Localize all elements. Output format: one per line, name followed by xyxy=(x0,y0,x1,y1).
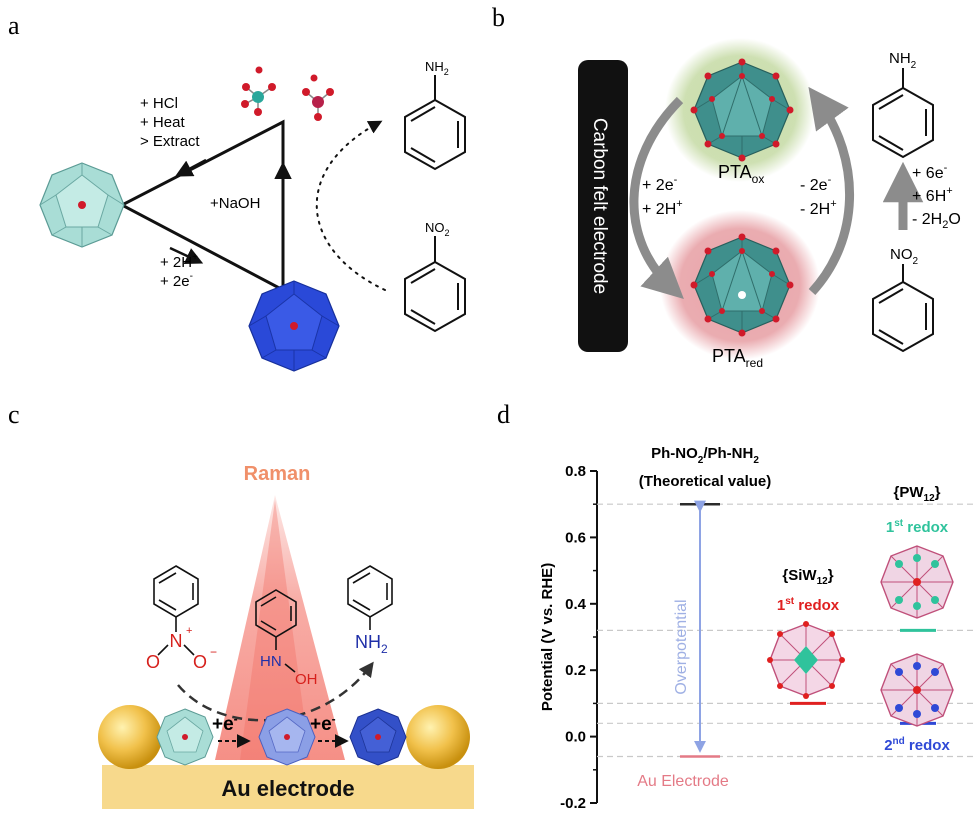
raman-label: Raman xyxy=(244,463,311,485)
reduction-arrow xyxy=(169,246,204,265)
nitro-plus-label: + xyxy=(186,625,192,637)
aniline-nh2-label: NH2 xyxy=(425,59,449,77)
surface-cluster-light-icon xyxy=(156,708,214,766)
panel-a: a + HCl + Heat > Extract +NaOH + 2H+ + 2… xyxy=(8,11,466,372)
panel-letter-b: b xyxy=(492,3,505,32)
gold-nanoparticle-left xyxy=(98,705,162,769)
oxidation-protons-label: - 2H+ xyxy=(800,198,837,218)
y-tick-label: 0.0 xyxy=(565,729,586,746)
pta-red-cluster-icon xyxy=(690,233,794,337)
nitrobenzene-structure: NO2 xyxy=(404,220,466,333)
y-ticks: -0.2 0.0 0.2 0.4 0.6 0.8 xyxy=(560,463,597,812)
pta-reduced-cluster-icon xyxy=(248,280,340,372)
panel-d-chart: d -0.2 0.0 0.2 0.4 0.6 0.8 Potential (V vs. R… xyxy=(497,400,975,812)
nitro-minus-label: − xyxy=(210,645,217,659)
reduction-electrons-label: + 2e- xyxy=(642,174,678,194)
oxidation-cycle-arrow xyxy=(808,86,854,296)
naoh-label: +NaOH xyxy=(210,195,260,212)
nitro-no2-label: NO2 xyxy=(425,220,450,238)
aniline-nh2-label-c: NH2 xyxy=(355,632,388,656)
hydroxylamine-structure: HN OH xyxy=(255,589,318,688)
condition-heat: + Heat xyxy=(140,114,185,131)
theoretical-title: Ph-NO2/Ph-NH2 xyxy=(651,445,759,466)
au-electrode-label: Au electrode xyxy=(221,776,354,801)
au-electrode-level-label: Au Electrode xyxy=(637,773,729,790)
nitro-o-right-label: O xyxy=(193,652,207,672)
y-tick-label: 0.2 xyxy=(565,662,586,679)
condition-extract: > Extract xyxy=(140,133,200,150)
carbon-felt-electrode-label: Carbon felt electrode xyxy=(589,118,610,294)
pw12-cluster-top-icon xyxy=(880,545,954,619)
decomposed-fragments-icon xyxy=(241,66,334,121)
pta-ox-label: PTAox xyxy=(718,162,764,186)
siw12-redox1-label: 1st redox xyxy=(777,596,840,614)
panel-b: b Carbon felt electrode PTAox xyxy=(492,3,961,370)
pta-oxidized-cluster-icon xyxy=(39,162,125,248)
y-tick-label: 0.6 xyxy=(565,529,586,546)
conversion-water-label: - 2H2O xyxy=(912,211,961,231)
pta-red-label: PTAred xyxy=(712,346,763,370)
nitro-to-aniline-path xyxy=(315,120,386,291)
aniline-structure-c: NH2 xyxy=(347,565,393,656)
oxidation-arrow xyxy=(174,158,207,177)
oxidation-electrons-label: - 2e- xyxy=(800,174,832,194)
reduction-protons-label: + 2H+ xyxy=(642,198,683,218)
nitro-o-left-label: O xyxy=(146,652,160,672)
pta-ox-cluster-icon xyxy=(690,58,794,162)
y-tick-label: -0.2 xyxy=(560,795,586,812)
nitrobenzene-structure-b: NO2 xyxy=(872,246,934,353)
hydroxylamine-oh-label: OH xyxy=(295,671,318,688)
condition-hcl: + HCl xyxy=(140,95,178,112)
au-electrode-bar xyxy=(102,765,474,809)
reduction-electrons: + 2e- xyxy=(160,271,193,290)
conversion-electrons-label: + 6e- xyxy=(912,162,948,182)
surface-cluster-dark-icon xyxy=(349,708,407,766)
aniline-structure: NH2 xyxy=(404,59,466,171)
overpotential-label: Overpotential xyxy=(673,599,690,694)
panel-letter-a: a xyxy=(8,11,20,40)
gold-nanoparticle-right xyxy=(406,705,470,769)
reduction-protons: + 2H+ xyxy=(160,252,198,271)
panel-letter-c: c xyxy=(8,400,20,429)
y-axis-label: Potential (V vs. RHE) xyxy=(539,563,556,711)
panel-letter-d: d xyxy=(497,400,510,429)
pw12-redox1-label: 1st redox xyxy=(886,518,949,536)
y-tick-label: 0.8 xyxy=(565,463,586,480)
nitro-n-label: N xyxy=(170,631,183,651)
electron-step-2-label: +e- xyxy=(310,712,336,735)
nitrobenzene-structure-c: N + O O − xyxy=(146,565,217,672)
pw12-label: {PW12} xyxy=(894,484,941,504)
siw12-label: {SiW12} xyxy=(782,567,833,587)
aniline-b-nh2-label: NH2 xyxy=(889,50,917,71)
theoretical-subtitle: (Theoretical value) xyxy=(639,473,772,490)
siw12-cluster-icon xyxy=(767,621,845,699)
y-tick-label: 0.4 xyxy=(565,596,587,613)
reduction-cycle-arrow xyxy=(629,96,684,299)
carbon-felt-electrode xyxy=(578,60,628,352)
hydroxylamine-hn-label: HN xyxy=(260,653,282,670)
pw12-cluster-bottom-icon xyxy=(880,653,954,727)
raman-beam xyxy=(215,495,345,760)
pw12-redox2-label: 2nd redox xyxy=(884,736,950,754)
nitro-b-no2-label: NO2 xyxy=(890,246,919,267)
aniline-structure-b: NH2 xyxy=(872,50,934,159)
electron-step-1-label: +e- xyxy=(212,712,238,735)
panel-c: c Raman N + O O − HN xyxy=(8,400,474,809)
surface-cluster-mid-icon xyxy=(258,708,316,766)
conversion-protons-label: + 6H+ xyxy=(912,185,953,205)
redox-cycle-triangle xyxy=(118,119,285,293)
